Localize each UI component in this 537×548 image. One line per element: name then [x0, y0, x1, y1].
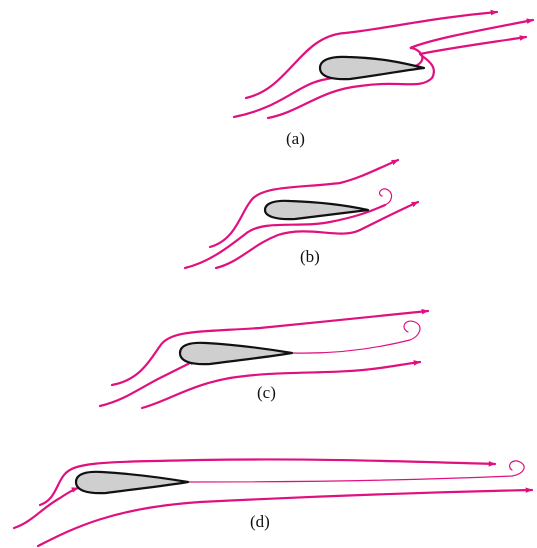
streamline-a-lower	[268, 37, 526, 118]
streamline-d-middle	[14, 488, 78, 528]
panel-label-b: (b)	[300, 247, 320, 266]
panel-label-a: (a)	[286, 129, 305, 148]
panel-c: (c)	[100, 311, 428, 408]
panel-a: (a)	[234, 12, 533, 148]
wake-line-c	[292, 321, 420, 353]
panel-label-d: (d)	[250, 512, 270, 531]
airfoil-d	[76, 472, 188, 493]
streamline-c-middle	[100, 360, 196, 406]
streamline-d-lower	[38, 490, 532, 546]
panel-b: (b)	[185, 160, 418, 268]
wake-vortex-b	[380, 189, 392, 205]
airfoil-a	[320, 57, 424, 79]
panel-d: (d)	[14, 459, 532, 546]
streamline-c-lower	[142, 362, 420, 408]
airfoil-c	[180, 343, 292, 364]
panel-label-c: (c)	[257, 383, 276, 402]
